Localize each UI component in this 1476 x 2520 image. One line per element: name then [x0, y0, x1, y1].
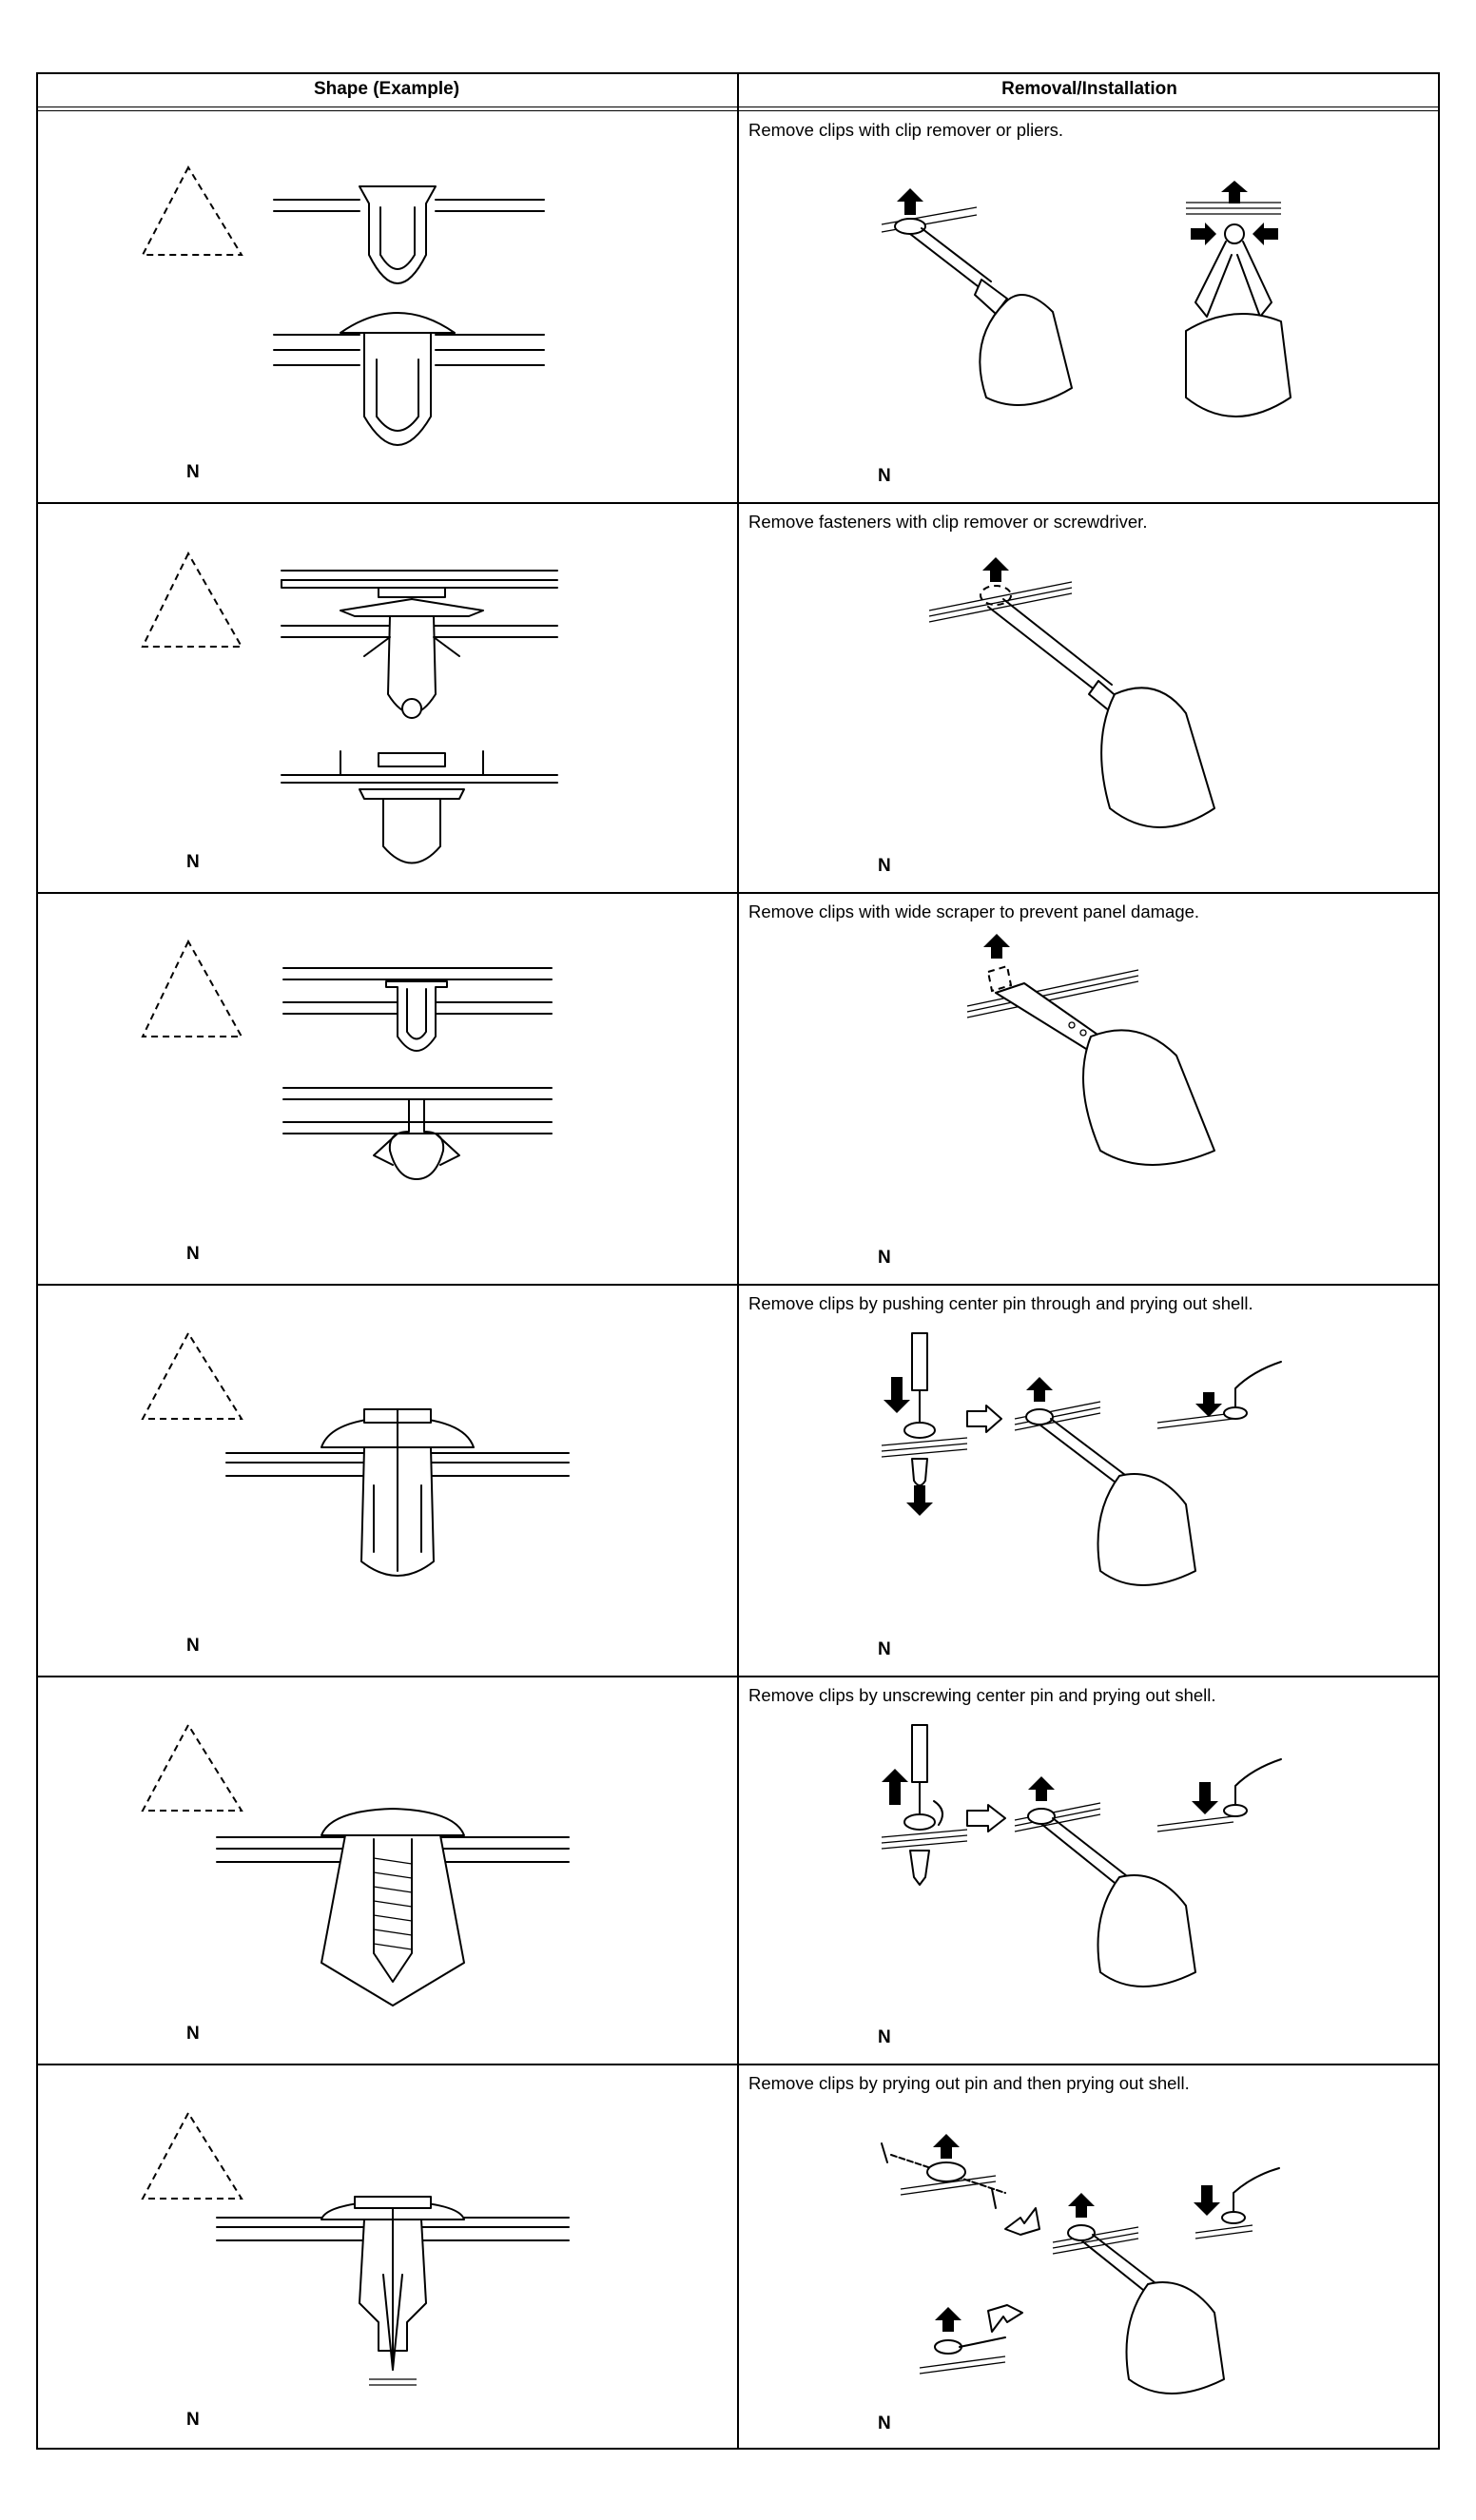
column-divider — [737, 72, 739, 2450]
shape-cell: N — [36, 2065, 737, 2450]
table-row: N Remove clips by prying out pin and the… — [36, 2065, 1440, 2450]
removal-n-label: N — [878, 1248, 891, 1268]
table-row: N Remove clips by unscrewing center pin … — [36, 1677, 1440, 2064]
removal-cell: Remove clips by pushing center pin throu… — [739, 1286, 1440, 1676]
removal-caption: Remove clips with clip remover or pliers… — [748, 120, 1064, 140]
removal-n-label: N — [878, 466, 891, 486]
clip-removal-table: Shape (Example) Removal/Installation N R… — [36, 72, 1440, 2450]
table-row: N Remove clips by pushing center pin thr… — [36, 1286, 1440, 1676]
push-pin-clip-diagram — [141, 1331, 570, 1577]
removal-illustration — [881, 2134, 1280, 2394]
removal-cell: Remove clips by unscrewing center pin an… — [739, 1677, 1440, 2064]
shape-n-label: N — [186, 852, 200, 872]
shape-cell: N — [36, 112, 737, 502]
removal-caption: Remove clips by pushing center pin throu… — [748, 1293, 1253, 1313]
table-header: Shape (Example) Removal/Installation — [36, 72, 1440, 107]
row-divider — [36, 2064, 1440, 2065]
clip-shape-diagram — [141, 939, 553, 1180]
removal-n-label: N — [878, 1639, 891, 1659]
shape-n-label: N — [186, 2024, 200, 2044]
shape-n-label: N — [186, 1636, 200, 1656]
clip-shape-diagram — [141, 165, 545, 446]
removal-cell: Remove clips by prying out pin and then … — [739, 2065, 1440, 2450]
removal-illustration — [881, 1332, 1282, 1586]
removal-cell: Remove fasteners with clip remover or sc… — [739, 504, 1440, 892]
shape-n-label: N — [186, 2410, 200, 2430]
fastener-shape-diagram — [141, 551, 558, 864]
shape-cell: N — [36, 894, 737, 1284]
removal-caption: Remove clips with wide scraper to preven… — [748, 901, 1200, 921]
removal-illustration — [881, 1724, 1282, 1987]
table-row: N Remove clips with wide scraper to prev… — [36, 894, 1440, 1284]
removal-illustration — [928, 557, 1215, 828]
removal-n-label: N — [878, 2413, 891, 2433]
removal-illustration — [966, 934, 1215, 1166]
removal-caption: Remove fasteners with clip remover or sc… — [748, 512, 1148, 532]
row-divider — [36, 1676, 1440, 1677]
row-divider — [36, 892, 1440, 894]
removal-cell: Remove clips with clip remover or pliers… — [739, 112, 1440, 502]
header-shape-example: Shape (Example) — [313, 79, 460, 99]
table-row: N Remove fasteners with clip remover or … — [36, 504, 1440, 892]
removal-caption: Remove clips by unscrewing center pin an… — [748, 1685, 1216, 1705]
removal-cell: Remove clips with wide scraper to preven… — [739, 894, 1440, 1284]
header-removal-installation: Removal/Installation — [1001, 79, 1177, 99]
screw-pin-clip-diagram — [141, 1723, 570, 2006]
shape-cell: N — [36, 1286, 737, 1676]
pry-pin-clip-diagram — [141, 2111, 570, 2386]
row-divider — [36, 502, 1440, 504]
shape-cell: N — [36, 1677, 737, 2064]
removal-illustration — [881, 181, 1292, 417]
removal-n-label: N — [878, 2027, 891, 2047]
shape-n-label: N — [186, 1244, 200, 1264]
table-row: N Remove clips with clip remover or plie… — [36, 112, 1440, 502]
shape-cell: N — [36, 504, 737, 892]
row-divider — [36, 1284, 1440, 1286]
shape-n-label: N — [186, 462, 200, 482]
removal-caption: Remove clips by prying out pin and then … — [748, 2073, 1190, 2093]
removal-n-label: N — [878, 856, 891, 876]
